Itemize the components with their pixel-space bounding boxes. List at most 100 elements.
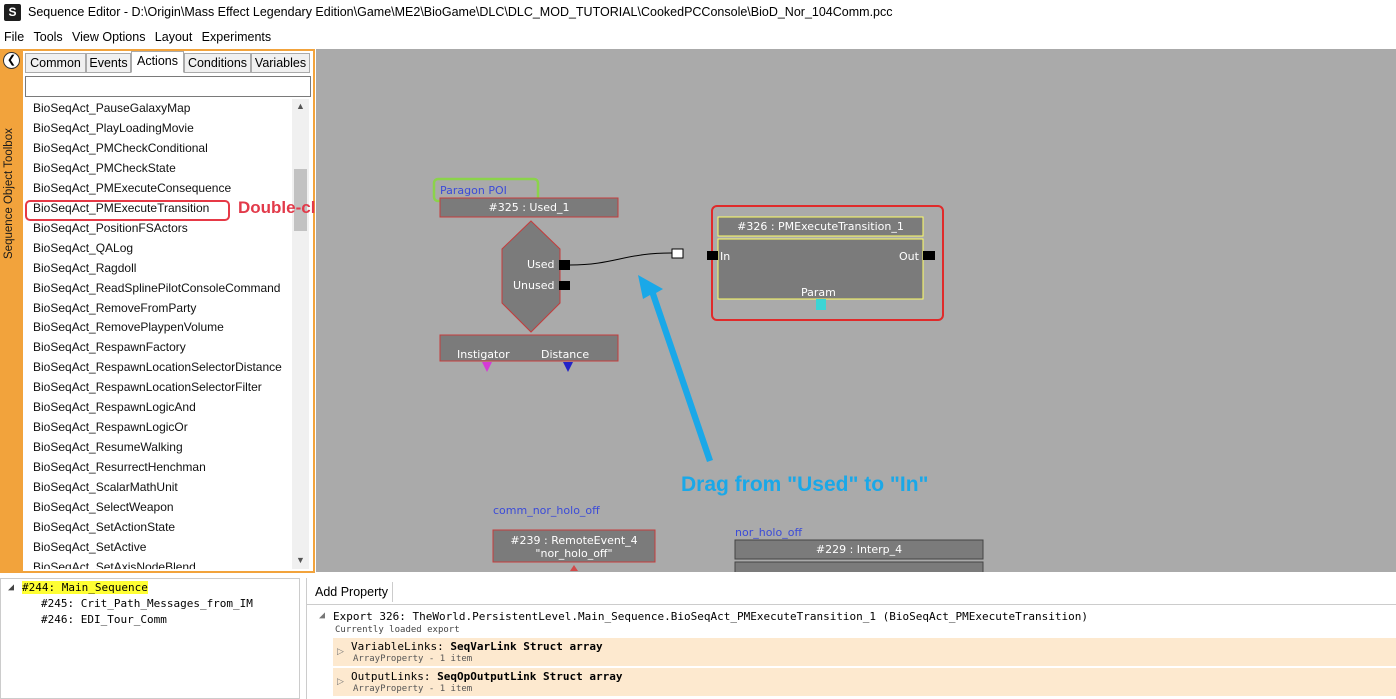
used-output-connector[interactable] [559,260,570,270]
in-input-connector[interactable] [707,251,718,260]
export-collapse-icon[interactable]: ◢ [319,610,326,621]
property-name: VariableLinks: [351,640,451,653]
drag-link-end [671,248,684,259]
action-list-item[interactable]: BioSeqAct_RespawnLogicAnd [33,400,196,415]
tab-common[interactable]: Common [25,53,86,73]
param-link-icon[interactable] [816,299,826,310]
node-325-distance-label: Distance [541,348,590,361]
menu-bar: File Tools View Options Layout Experimen… [0,27,273,47]
toolbox-search-input[interactable] [25,76,311,97]
node-239-body[interactable] [492,529,656,563]
node-325-body[interactable] [501,220,561,333]
tree-collapse-icon[interactable]: ◢ [8,582,15,593]
instigator-link-icon[interactable] [482,362,492,372]
node-239-connector[interactable] [570,565,578,571]
node-325-titlebar[interactable] [439,197,619,218]
node-325-comment: Paragon POI [440,184,507,197]
out-output-connector[interactable] [923,251,935,260]
node-229-titlebar[interactable] [734,539,984,560]
node-326-body[interactable] [717,238,924,300]
node-325-varbar [439,334,619,362]
scroll-up-icon[interactable]: ▲ [296,101,305,111]
node-325-instigator-label: Instigator [457,348,510,361]
expand-arrow-icon[interactable]: ▷ [337,676,344,686]
action-list-item[interactable]: BioSeqAct_RemovePlaypenVolume [33,320,224,335]
action-list-item[interactable]: BioSeqAct_RemoveFromParty [33,300,197,315]
action-list-item[interactable]: BioSeqAct_SelectWeapon [33,500,174,514]
node-229-title: #229 : Interp_4 [815,543,903,556]
property-struct: SeqVarLink Struct array [450,640,603,653]
action-list-scrollbar[interactable]: ▲ ▼ [292,99,309,569]
action-list-item[interactable]: BioSeqAct_SetActive [33,539,147,554]
tree-item-edi-tour[interactable]: #246: EDI_Tour_Comm [41,613,167,626]
action-list-item[interactable]: BioSeqAct_ResumeWalking [33,440,183,455]
tab-actions[interactable]: Actions [131,51,184,73]
action-list-item[interactable]: BioSeqAct_SetAxisNodeBlend [33,559,196,569]
expand-arrow-icon[interactable]: ▷ [337,646,344,656]
node-326-titlebar[interactable] [717,216,924,237]
action-list-item[interactable]: BioSeqAct_PositionFSActors [33,220,188,235]
menu-layout[interactable]: Layout [154,30,193,44]
sequence-graph-canvas[interactable]: Paragon POI #325 : Used_1 Used Unused In… [316,49,1396,572]
tree-item-main-sequence[interactable]: #244: Main_Sequence [22,581,148,594]
node-326-highlight [711,205,944,321]
action-list-item[interactable]: BioSeqAct_PMCheckConditional [33,140,208,155]
action-list-item[interactable]: BioSeqAct_RespawnFactory [33,340,186,355]
sequence-object-toolbox: ❮ Sequence Object Toolbox Common Events … [0,49,315,573]
property-name: OutputLinks: [351,670,438,683]
toolbox-panel: Common Events Actions Conditions Variabl… [23,51,313,571]
menu-tools[interactable]: Tools [33,30,63,44]
export-subtitle: Currently loaded export [335,625,460,635]
scroll-down-icon[interactable]: ▼ [296,555,305,565]
property-struct: SeqOpOutputLink Struct array [437,670,623,683]
property-type: ArrayProperty - 1 item [353,654,473,664]
action-list-item[interactable]: BioSeqAct_ResurrectHenchman [33,460,206,475]
action-list-item[interactable]: BioSeqAct_PMExecuteConsequence [33,180,232,195]
tab-variables[interactable]: Variables [251,53,310,73]
drag-annotation: Drag from "Used" to "In" [681,473,929,496]
app-icon: S [4,4,21,21]
node-239-event-name: "nor_holo_off" [535,547,613,560]
tree-item-crit-path[interactable]: #245: Crit_Path_Messages_from_IM [41,597,253,610]
unused-output-connector[interactable] [559,281,570,290]
sequence-tree: ◢ #244: Main_Sequence #245: Crit_Path_Me… [0,578,300,699]
node-229-comment: nor_holo_off [735,526,803,539]
action-list-item[interactable]: BioSeqAct_RespawnLocationSelectorFilter [33,380,262,395]
node-325-unused-label: Unused [513,279,555,292]
properties-divider [307,604,1396,605]
property-row-variablelinks[interactable]: ▷ VariableLinks: SeqVarLink Struct array… [333,638,1396,666]
node-325-title: #325 : Used_1 [488,201,570,214]
node-229-body[interactable] [734,561,984,572]
action-list-item[interactable]: BioSeqAct_QALog [33,240,134,255]
property-type: ArrayProperty - 1 item [353,684,473,694]
action-list-item[interactable]: BioSeqAct_PMCheckState [33,160,176,175]
action-list-item[interactable]: BioSeqAct_PauseGalaxyMap [33,101,191,115]
action-list-item[interactable]: BioSeqAct_RespawnLocationSelectorDistanc… [33,360,282,375]
action-list-item[interactable]: BioSeqAct_PMExecuteTransition [33,200,210,215]
node-325-used-label: Used [527,258,555,271]
action-list-item[interactable]: BioSeqAct_RespawnLogicOr [33,420,188,435]
action-list-item[interactable]: BioSeqAct_SetActionState [33,519,176,534]
chevron-left-icon[interactable]: ❮ [3,52,20,69]
action-list-item[interactable]: BioSeqAct_ScalarMathUnit [33,480,178,495]
node-326-param-label: Param [801,286,836,299]
scroll-thumb[interactable] [294,169,307,231]
menu-view-options[interactable]: View Options [72,30,146,44]
export-header: Export 326: TheWorld.PersistentLevel.Mai… [333,610,1088,623]
tab-conditions[interactable]: Conditions [184,53,251,73]
node-326-out-label: Out [899,250,919,263]
action-list-item[interactable]: BioSeqAct_ReadSplinePilotConsoleCommand [33,280,281,295]
toolbox-side-strip: ❮ Sequence Object Toolbox [0,49,23,573]
distance-link-icon[interactable] [563,362,573,372]
add-property-button[interactable]: Add Property [311,582,393,602]
window-titlebar: S Sequence Editor - D:\Origin\Mass Effec… [0,0,1396,25]
toolbox-title: Sequence Object Toolbox [3,128,15,259]
property-row-outputlinks[interactable]: ▷ OutputLinks: SeqOpOutputLink Struct ar… [333,668,1396,696]
menu-file[interactable]: File [4,30,25,44]
tab-events[interactable]: Events [86,53,131,73]
action-list-item[interactable]: BioSeqAct_Ragdoll [33,260,137,275]
action-list-item[interactable]: BioSeqAct_PlayLoadingMovie [33,120,194,135]
window-title: Sequence Editor - D:\Origin\Mass Effect … [28,5,893,19]
menu-experiments[interactable]: Experiments [201,30,272,44]
